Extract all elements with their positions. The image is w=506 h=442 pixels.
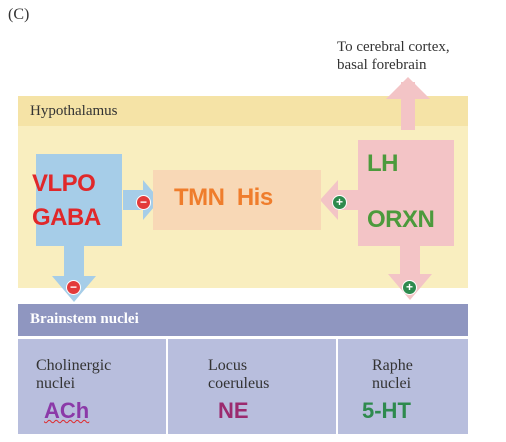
lh-line-2: ORXN [367,206,435,233]
top-annotation-line-2: basal forebrain [337,57,427,73]
nucleus-cell-cholinergic [18,339,166,434]
nucleus-locus-line-2: coeruleus [208,375,270,392]
transmitter-ach: ACh [44,398,90,423]
panel-letter: (C) [8,6,30,23]
hypothalamus-label: Hypothalamus [30,103,118,119]
vlpo-line-1: VLPO [32,170,96,197]
hypothalamus-band [18,96,468,126]
vlpo-box [36,154,122,246]
inhibit-badge-vlpo-down: − [66,280,81,295]
nucleus-cell-locus-coeruleus [168,339,336,434]
nucleus-cholinergic-line-2: nuclei [36,375,76,392]
top-annotation-line-1: To cerebral cortex, [337,39,450,55]
nucleus-locus-coeruleus-name: Locus coeruleus [208,357,298,393]
transmitter-ne: NE [218,398,249,423]
nucleus-raphe-line-2: nuclei [372,375,412,392]
nucleus-raphe-line-1: Raphe [372,357,413,374]
vlpo-line-2: GABA [32,204,101,231]
arrow-lh-down [400,244,420,278]
nucleus-cell-raphe [338,339,468,434]
arrow-vlpo-down [64,244,84,280]
nucleus-cholinergic-name: Cholinergic nuclei [36,357,146,393]
tmn-label: TMN His [174,184,273,211]
tmn-box [153,170,321,230]
excite-badge-lh-down: + [402,280,417,295]
nucleus-raphe-name: Raphe nuclei [372,357,442,393]
excite-badge-lh-tmn: + [332,195,347,210]
lh-box [358,140,454,246]
nucleus-cholinergic-line-1: Cholinergic [36,357,112,374]
top-annotation: To cerebral cortex, basal forebrain [337,38,450,74]
brainstem-band [18,304,468,336]
lh-line-1: LH [367,150,399,177]
nucleus-locus-line-1: Locus [208,357,248,374]
transmitter-5ht: 5-HT [362,398,411,423]
arrow-to-cortex-head [386,77,430,99]
inhibit-badge-vlpo-tmn: − [136,195,151,210]
brainstem-label: Brainstem nuclei [30,311,139,327]
